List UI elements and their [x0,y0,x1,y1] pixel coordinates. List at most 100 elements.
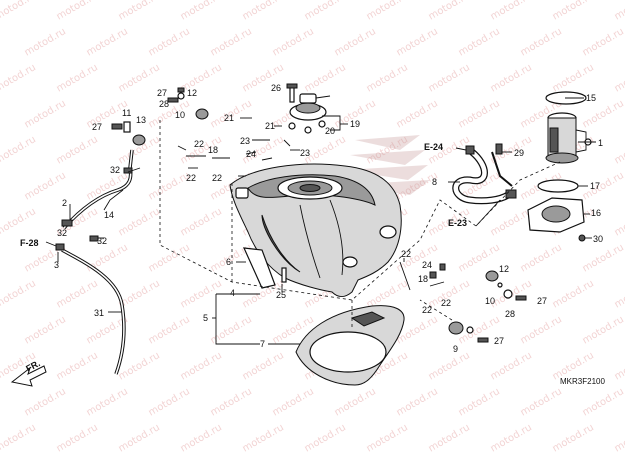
callout-5: 5 [203,313,208,323]
ref-f28: F-28 [20,238,39,248]
watermark-text: motod.ru [365,62,410,94]
watermark-text: motod.ru [147,242,192,274]
watermark-text: motod.ru [395,26,440,58]
watermark-text: motod.ru [241,0,286,23]
callout-32a: 32 [110,165,120,175]
watermark-text: motod.ru [179,422,224,454]
callout-7: 7 [260,339,265,349]
front-direction-arrow [10,365,47,387]
leader-lines [45,87,596,345]
fuel-pump-1 [545,91,592,164]
watermark-text: motod.ru [581,242,625,274]
mount-parts-right [448,270,527,343]
watermark-text: motod.ru [489,206,534,238]
watermark-text: motod.ru [613,422,625,454]
pump-plate-16 [527,197,585,233]
callout-30: 30 [593,234,603,244]
watermark-text: motod.ru [117,350,162,382]
watermark-text: motod.ru [147,386,192,418]
watermark-text: motod.ru [0,134,38,166]
callout-27d: 27 [494,336,504,346]
watermark-text: motod.ru [581,26,625,58]
watermark-text: motod.ru [0,0,38,23]
callout-17: 17 [590,181,600,191]
watermark-text: motod.ru [179,62,224,94]
watermark-text: motod.ru [209,386,254,418]
watermark-text: motod.ru [117,0,162,23]
callout-12b: 12 [499,264,509,274]
watermark-text: motod.ru [457,242,502,274]
watermark-text: motod.ru [427,422,472,454]
watermark-text: motod.ru [271,26,316,58]
watermark-text: motod.ru [303,0,348,23]
watermark-text: motod.ru [85,242,130,274]
watermark-text: motod.ru [551,278,596,310]
watermark-text: motod.ru [147,98,192,130]
watermark-text: motod.ru [55,0,100,23]
watermark-text: motod.ru [23,26,68,58]
ref-e23: E-23 [448,218,467,228]
watermark-text: motod.ru [613,206,625,238]
watermark-text: motod.ru [209,314,254,346]
watermark-text: motod.ru [551,0,596,23]
callout-29: 29 [514,148,524,158]
callout-16: 16 [591,208,601,218]
watermark-text: motod.ru [55,134,100,166]
callout-32c: 32 [57,228,67,238]
watermark-text: motod.ru [365,0,410,23]
watermark-text: motod.ru [581,98,625,130]
watermark-text: motod.ru [395,386,440,418]
callout-21a: 21 [224,113,234,123]
callout-14: 14 [104,210,114,220]
watermark-text: motod.ru [581,386,625,418]
watermark-text: motod.ru [427,62,472,94]
callout-23a: 23 [240,136,250,146]
watermark-text: motod.ru [0,422,38,454]
callout-22a: 22 [194,139,204,149]
watermark-text: motod.ru [55,422,100,454]
watermark-text: motod.ru [489,62,534,94]
assembly-boundary [159,120,561,301]
watermark-text: motod.ru [519,386,564,418]
callout-11: 11 [122,108,131,118]
callout-32b: 32 [97,236,107,246]
watermark-text: motod.ru [23,98,68,130]
watermark-text: motod.ru [0,62,38,94]
clip-32a [123,167,133,174]
callout-10b: 10 [485,296,495,306]
watermark-text: motod.ru [489,350,534,382]
watermark-text: motod.ru [519,242,564,274]
callout-20: 20 [325,126,335,136]
callout-27b: 27 [157,88,167,98]
callout-27a: 27 [92,122,102,132]
watermark-text: motod.ru [117,62,162,94]
watermark-text: motod.ru [457,386,502,418]
mount-parts-left [111,87,209,146]
callout-12a: 12 [187,88,197,98]
tank-tray-7 [295,305,405,386]
diagram-code: MKR3F2100 [560,377,605,386]
pump-seal-17 [537,179,579,193]
watermark-text: motod.ru [333,386,378,418]
watermark-text: motod.ru [333,26,378,58]
watermark-text: motod.ru [147,314,192,346]
watermark-text: motod.ru [489,0,534,23]
hoses-and-clips [177,139,446,291]
watermark-text: motod.ru [303,422,348,454]
watermark-text: motod.ru [613,0,625,23]
watermark-text: motod.ru [613,62,625,94]
callout-22e: 22 [441,298,451,308]
watermark-text: motod.ru [147,26,192,58]
callout-9: 9 [453,344,458,354]
watermark-text: motod.ru [179,0,224,23]
callout-27c: 27 [537,296,547,306]
watermark-text: motod.ru [427,0,472,23]
callout-18b: 18 [418,274,428,284]
bolt-26 [286,83,298,103]
callout-24a: 24 [246,149,256,159]
watermark-text: motod.ru [117,422,162,454]
watermark-text: motod.ru [85,26,130,58]
callout-2: 2 [62,198,67,208]
watermark-text: motod.ru [271,386,316,418]
